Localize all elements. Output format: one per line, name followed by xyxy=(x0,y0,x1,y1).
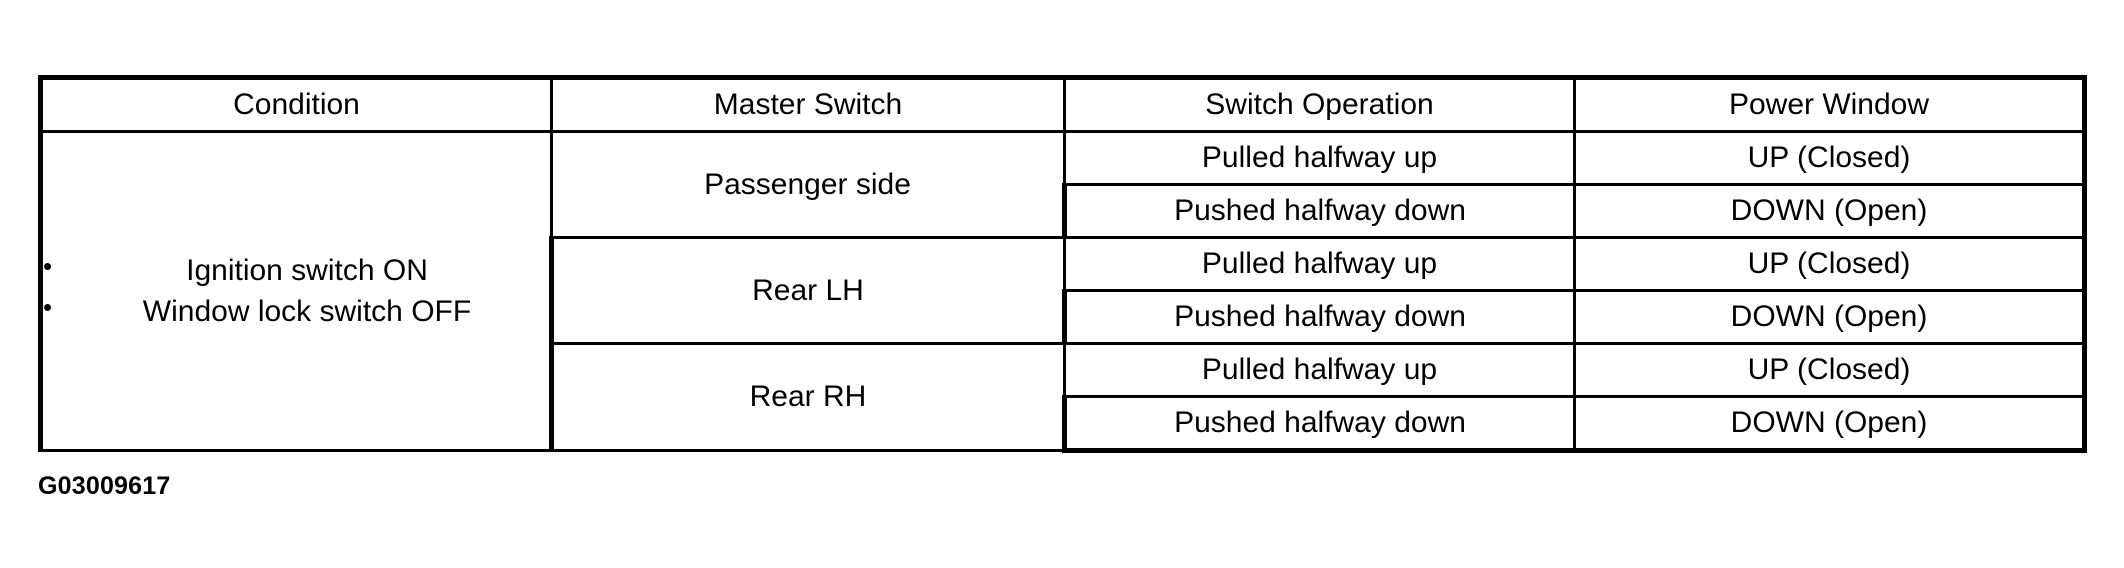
table-row: Rear RH Pulled halfway up UP (Closed) xyxy=(41,342,2087,452)
figure-id-caption: G03009617 xyxy=(38,472,171,500)
condition-bullet-item: Ignition switch ON xyxy=(43,249,549,291)
switch-operation-cell: Pushed halfway down xyxy=(1062,183,1576,239)
master-switch-cell: Rear RH xyxy=(549,342,1066,452)
switch-operation-cell: Pushed halfway down xyxy=(1062,289,1576,345)
power-window-cell: UP (Closed) xyxy=(1573,342,2087,398)
column-header-switch-operation: Switch Operation xyxy=(1063,75,1576,133)
power-window-cell: DOWN (Open) xyxy=(1573,183,2087,239)
switch-operation-cell: Pushed halfway down xyxy=(1062,395,1576,453)
switch-operation-cell: Pulled halfway up xyxy=(1063,236,1576,292)
table-row: Pushed halfway down DOWN (Open) xyxy=(41,395,2087,453)
column-header-master-switch: Master Switch xyxy=(550,75,1066,133)
table-body: Ignition switch ON Window lock switch OF… xyxy=(38,130,2087,453)
power-window-operation-table: Condition Master Switch Switch Operation… xyxy=(38,75,2087,453)
condition-bullet-item: Window lock switch OFF xyxy=(43,290,549,332)
table-row: Pushed halfway down DOWN (Open) xyxy=(41,183,2087,239)
column-header-condition: Condition xyxy=(38,75,553,133)
header-row: Condition Master Switch Switch Operation… xyxy=(38,75,2087,133)
table-header: Condition Master Switch Switch Operation… xyxy=(38,75,2087,133)
column-header-power-window: Power Window xyxy=(1573,75,2087,133)
switch-operation-cell: Pulled halfway up xyxy=(1063,130,1576,186)
table-row: Ignition switch ON Window lock switch OF… xyxy=(38,130,2087,452)
condition-bullet-list: Ignition switch ON Window lock switch OF… xyxy=(43,249,549,333)
power-window-cell: UP (Closed) xyxy=(1573,236,2087,292)
master-switch-cell: Passenger side xyxy=(550,130,1066,239)
table-row: Rear LH Pulled halfway up UP (Closed) xyxy=(41,236,2087,345)
power-window-cell: UP (Closed) xyxy=(1573,130,2087,186)
condition-cell: Ignition switch ON Window lock switch OF… xyxy=(38,130,553,452)
power-window-cell: DOWN (Open) xyxy=(1573,289,2087,345)
master-switch-cell: Rear LH xyxy=(549,236,1066,345)
switch-operation-cell: Pulled halfway up xyxy=(1063,342,1576,398)
table-row: Pushed halfway down DOWN (Open) xyxy=(41,289,2087,345)
power-window-cell: DOWN (Open) xyxy=(1573,395,2087,453)
